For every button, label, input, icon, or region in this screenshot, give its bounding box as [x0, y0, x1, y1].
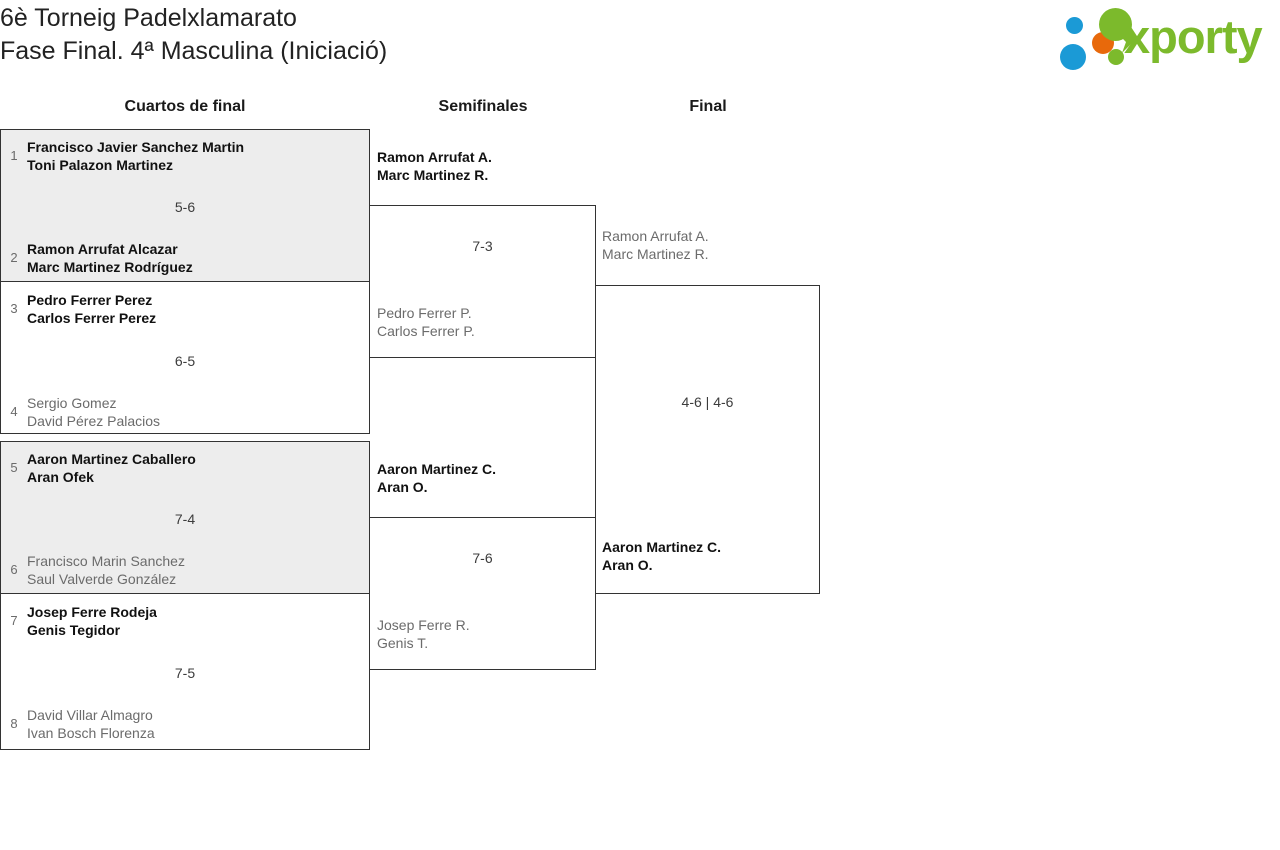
player-2-name: Genis Tegidor — [27, 622, 121, 638]
xporty-logo-mark-icon — [1056, 8, 1140, 70]
logo-dot-green-small-icon — [1108, 49, 1124, 65]
round-header-final: Final — [689, 98, 727, 115]
player-2-name: Ivan Bosch Florenza — [27, 725, 155, 741]
player-1-name: Pedro Ferrer P. — [377, 305, 472, 321]
match-score: 4-6 | 4-6 — [681, 394, 734, 410]
player-2-name: Saul Valverde González — [27, 571, 177, 587]
player-2-name: Aran Ofek — [27, 469, 94, 485]
player-2-name: Toni Palazon Martinez — [27, 157, 173, 173]
match-score: 7-5 — [174, 665, 196, 681]
player-1-name: Josep Ferre Rodeja — [27, 604, 157, 620]
match-quarterfinal-4[interactable]: 7 Josep Ferre Rodeja Genis Tegidor 7-5 8… — [0, 593, 370, 750]
team-names: Josep Ferre Rodeja Genis Tegidor — [27, 603, 369, 639]
player-2-name: Marc Martinez R. — [377, 167, 489, 183]
match-row-bottom[interactable]: 8 David Villar Almagro Ivan Bosch Floren… — [1, 706, 369, 742]
team-names: Pedro Ferrer Perez Carlos Ferrer Perez — [27, 291, 369, 327]
player-1-name: Pedro Ferrer Perez — [27, 292, 153, 308]
seed-number: 7 — [10, 613, 18, 628]
semifinal-2-team-bottom[interactable]: Josep Ferre R. Genis T. — [377, 616, 470, 652]
match-row-top[interactable]: 5 Aaron Martinez Caballero Aran Ofek — [1, 450, 369, 486]
player-1-name: Aaron Martinez C. — [377, 461, 497, 477]
player-2-name: David Pérez Palacios — [27, 413, 161, 429]
player-1-name: Francisco Marin Sanchez — [27, 553, 185, 569]
match-row-bottom[interactable]: 6 Francisco Marin Sanchez Saul Valverde … — [1, 552, 369, 588]
match-semifinal-2[interactable]: 7-6 — [369, 517, 596, 670]
semifinal-2-team-top[interactable]: Aaron Martinez C. Aran O. — [377, 460, 496, 496]
match-final[interactable]: 4-6 | 4-6 — [595, 285, 820, 594]
team-names: Ramon Arrufat Alcazar Marc Martinez Rodr… — [27, 240, 369, 276]
player-1-name: Ramon Arrufat A. — [377, 149, 492, 165]
player-1-name: Sergio Gomez — [27, 395, 117, 411]
player-2-name: Aran O. — [602, 557, 653, 573]
match-row-top[interactable]: 7 Josep Ferre Rodeja Genis Tegidor — [1, 603, 369, 639]
match-score: 7-4 — [174, 511, 196, 527]
round-header-semifinals: Semifinales — [438, 98, 528, 115]
seed-number: 4 — [10, 404, 18, 419]
player-2-name: Carlos Ferrer P. — [377, 323, 475, 339]
logo-dot-blue-small-icon — [1066, 17, 1083, 34]
page-title: 6è Torneig Padelxlamarato Fase Final. 4ª… — [0, 2, 387, 68]
match-score: 7-3 — [472, 238, 493, 254]
page-header: 6è Torneig Padelxlamarato Fase Final. 4ª… — [0, 0, 1280, 78]
match-row-bottom[interactable]: 2 Ramon Arrufat Alcazar Marc Martinez Ro… — [1, 240, 369, 276]
match-row-top[interactable]: 3 Pedro Ferrer Perez Carlos Ferrer Perez — [1, 291, 369, 327]
logo-wordmark: xporty — [1124, 10, 1263, 63]
player-2-name: Marc Martinez Rodríguez — [27, 259, 193, 275]
tournament-name: 6è Torneig Padelxlamarato — [0, 4, 297, 32]
match-score: 7-6 — [472, 550, 493, 566]
match-score: 6-5 — [174, 353, 196, 369]
xporty-logo[interactable]: xporty — [1050, 4, 1274, 70]
player-2-name: Genis T. — [377, 635, 429, 651]
match-quarterfinal-2[interactable]: 3 Pedro Ferrer Perez Carlos Ferrer Perez… — [0, 281, 370, 434]
player-1-name: Francisco Javier Sanchez Martin — [27, 139, 245, 155]
match-semifinal-1[interactable]: 7-3 — [369, 205, 596, 358]
team-names: Francisco Javier Sanchez Martin Toni Pal… — [27, 138, 369, 174]
logo-dot-blue-large-icon — [1060, 44, 1086, 70]
seed-number: 6 — [10, 562, 18, 577]
match-row-top[interactable]: 1 Francisco Javier Sanchez Martin Toni P… — [1, 138, 369, 174]
team-names: Sergio Gomez David Pérez Palacios — [27, 394, 369, 430]
player-1-name: Aaron Martinez C. — [602, 539, 722, 555]
seed-number: 3 — [10, 301, 18, 316]
round-header-quarterfinals: Cuartos de final — [124, 98, 246, 115]
match-quarterfinal-3[interactable]: 5 Aaron Martinez Caballero Aran Ofek 7-4… — [0, 441, 370, 594]
player-1-name: Josep Ferre R. — [377, 617, 470, 633]
seed-number: 8 — [10, 716, 18, 731]
player-1-name: David Villar Almagro — [27, 707, 153, 723]
team-names: David Villar Almagro Ivan Bosch Florenza — [27, 706, 369, 742]
seed-number: 5 — [10, 460, 18, 475]
final-team-top[interactable]: Ramon Arrufat A. Marc Martinez R. — [602, 227, 709, 263]
final-team-bottom[interactable]: Aaron Martinez C. Aran O. — [602, 538, 721, 574]
player-1-name: Ramon Arrufat A. — [602, 228, 709, 244]
player-1-name: Aaron Martinez Caballero — [27, 451, 196, 467]
player-2-name: Aran O. — [377, 479, 428, 495]
semifinal-1-team-bottom[interactable]: Pedro Ferrer P. Carlos Ferrer P. — [377, 304, 475, 340]
logo-chevron-icon — [1118, 27, 1136, 53]
semifinal-1-team-top[interactable]: Ramon Arrufat A. Marc Martinez R. — [377, 148, 492, 184]
seed-number: 1 — [10, 148, 18, 163]
player-2-name: Carlos Ferrer Perez — [27, 310, 157, 326]
player-1-name: Ramon Arrufat Alcazar — [27, 241, 178, 257]
match-score: 5-6 — [174, 199, 196, 215]
team-names: Aaron Martinez Caballero Aran Ofek — [27, 450, 369, 486]
seed-number: 2 — [10, 250, 18, 265]
match-row-bottom[interactable]: 4 Sergio Gomez David Pérez Palacios — [1, 394, 369, 430]
match-quarterfinal-1[interactable]: 1 Francisco Javier Sanchez Martin Toni P… — [0, 129, 370, 282]
tournament-phase: Fase Final. 4ª Masculina (Iniciació) — [0, 37, 388, 65]
player-2-name: Marc Martinez R. — [602, 246, 709, 262]
team-names: Francisco Marin Sanchez Saul Valverde Go… — [27, 552, 369, 588]
